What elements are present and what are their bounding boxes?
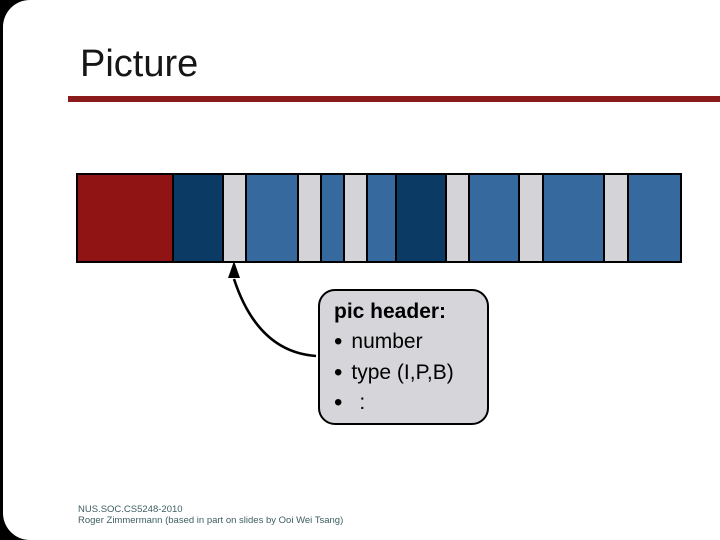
callout-list: numbertype (I,P,B): <box>334 326 483 418</box>
frame-segment-gray <box>605 175 629 261</box>
frame-segment-gray <box>520 175 544 261</box>
footer-author: Roger Zimmermann (based in part on slide… <box>78 515 344 526</box>
frame-segment-blue <box>322 175 345 261</box>
pic-header-callout: pic header: numbertype (I,P,B): <box>318 289 489 425</box>
frame-segment-blue <box>368 175 397 261</box>
title-underline <box>68 96 720 102</box>
frame-segment-red <box>78 175 174 261</box>
frame-segment-blue <box>629 175 680 261</box>
frame-segment-gray <box>345 175 368 261</box>
footer: NUS.SOC.CS5248-2010 Roger Zimmermann (ba… <box>78 504 343 526</box>
frame-segment-blue <box>470 175 520 261</box>
slide-title: Picture <box>80 43 199 85</box>
callout-item: : <box>334 387 483 418</box>
frame-segment-gray <box>299 175 322 261</box>
frame-segment-blue <box>544 175 605 261</box>
frame-segment-navy <box>174 175 224 261</box>
frame-segment-gray <box>224 175 247 261</box>
callout-item: number <box>334 326 483 357</box>
picture-sequence-bar <box>76 173 682 263</box>
callout-title: pic header: <box>334 300 447 323</box>
frame-segment-navy <box>397 175 447 261</box>
slide: Picture pic header: numbertype (I,P,B): … <box>3 0 720 540</box>
footer-course-code: NUS.SOC.CS5248-2010 <box>78 504 183 515</box>
frame-segment-blue <box>247 175 299 261</box>
callout-item: type (I,P,B) <box>334 357 483 388</box>
frame-segment-gray <box>447 175 470 261</box>
